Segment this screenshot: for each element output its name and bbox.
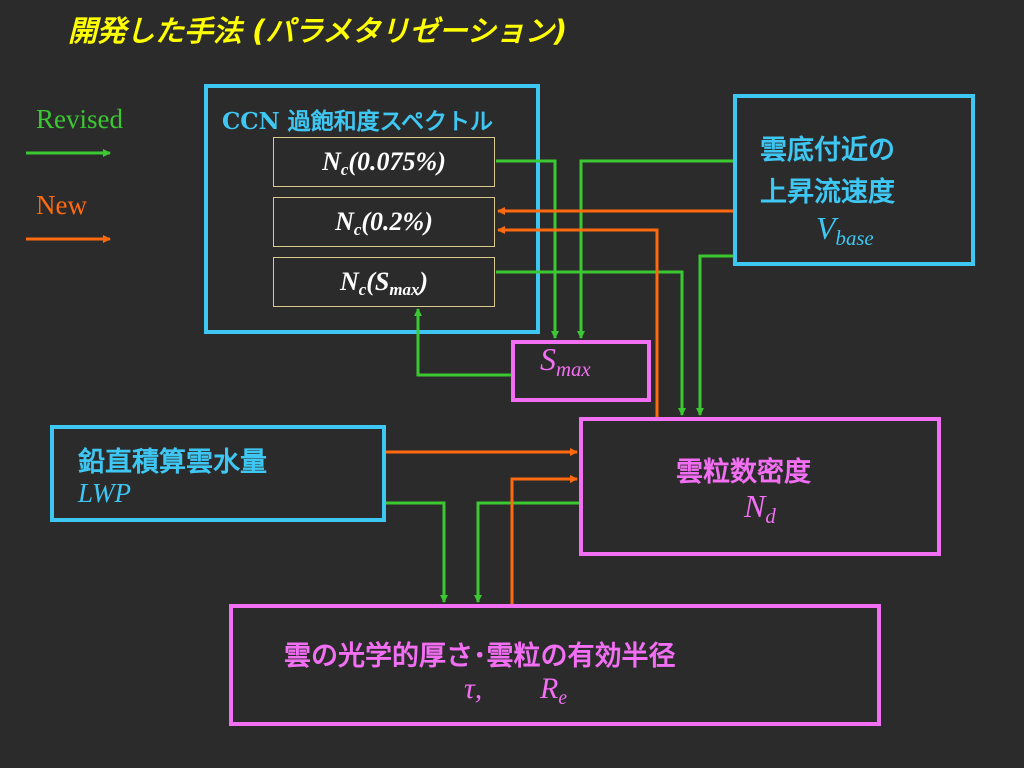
arrow-vbase-to-nd: [696, 254, 733, 416]
nc-smax-box: Nc(Smax): [273, 257, 495, 307]
re-symbol-sub: e: [558, 687, 567, 709]
lwp-symbol: LWP: [78, 478, 131, 508]
ccn-spectrum-box: [204, 84, 540, 334]
lwp-box: [50, 425, 386, 522]
nc-smax-sub: c: [358, 280, 367, 300]
smax-symbol: Smax: [540, 341, 591, 382]
nc-02-sub: c: [353, 220, 362, 240]
nc-smax-close: ): [419, 267, 429, 296]
vbase-symbol-main: V: [816, 210, 836, 246]
nc-0075-box: Nc(0.075%): [273, 137, 495, 187]
nc-smax-open: (: [366, 267, 375, 296]
tau-symbol: τ,: [464, 672, 483, 705]
nc-0075-sub: c: [340, 160, 349, 180]
re-symbol-main: R: [540, 672, 559, 705]
nc-0075-arg: (0.075%): [348, 147, 446, 176]
smax-box: [511, 340, 651, 402]
nc-0075-main: N: [322, 147, 341, 176]
nc-02-box: Nc(0.2%): [273, 197, 495, 247]
arrow-vbase-to-smax: [577, 159, 733, 339]
arrow-nd-to-nc02: [497, 226, 659, 417]
output-label: 雲の光学的厚さ･雲粒の有効半径: [284, 641, 676, 672]
arrow-nc0075-to-smax: [496, 159, 559, 339]
nd-box: [579, 417, 941, 556]
output-box: [229, 604, 881, 726]
legend-revised-label: Revised: [36, 104, 123, 134]
vbase-line1: 雲底付近の: [760, 135, 895, 166]
arrow-ncsmax-to-nd: [496, 270, 686, 416]
nc-02-arg: (0.2%): [361, 207, 433, 236]
legend-new-label: New: [36, 190, 87, 220]
vbase-line2: 上昇流速度: [760, 177, 895, 208]
page-title: 開発した手法 (パラメタリゼーション): [68, 14, 568, 48]
arrow-output-to-nd: [510, 475, 578, 604]
lwp-label: 鉛直積算雲水量: [78, 447, 267, 478]
nd-symbol: Nd: [744, 488, 776, 529]
nd-symbol-main: N: [744, 488, 766, 524]
nc-smax-s: S: [374, 267, 390, 296]
arrow-nd-to-output: [474, 501, 579, 603]
nd-symbol-sub: d: [765, 505, 776, 529]
smax-symbol-sub: max: [556, 358, 591, 382]
vbase-box: [733, 94, 975, 266]
vbase-symbol-sub: base: [835, 227, 874, 251]
smax-symbol-main: S: [540, 341, 556, 377]
arrow-smax-to-ncsmax: [414, 308, 511, 377]
nc-smax-arg-sub: max: [389, 280, 420, 300]
ccn-heading: CCN 過飽和度スペクトル: [222, 108, 494, 135]
nd-label: 雲粒数密度: [676, 457, 811, 488]
arrow-lwp-to-output: [386, 501, 448, 603]
vbase-symbol: Vbase: [816, 210, 874, 251]
nc-smax-main: N: [339, 267, 359, 296]
nc-02-main: N: [335, 207, 354, 236]
re-symbol: Re: [540, 672, 567, 710]
